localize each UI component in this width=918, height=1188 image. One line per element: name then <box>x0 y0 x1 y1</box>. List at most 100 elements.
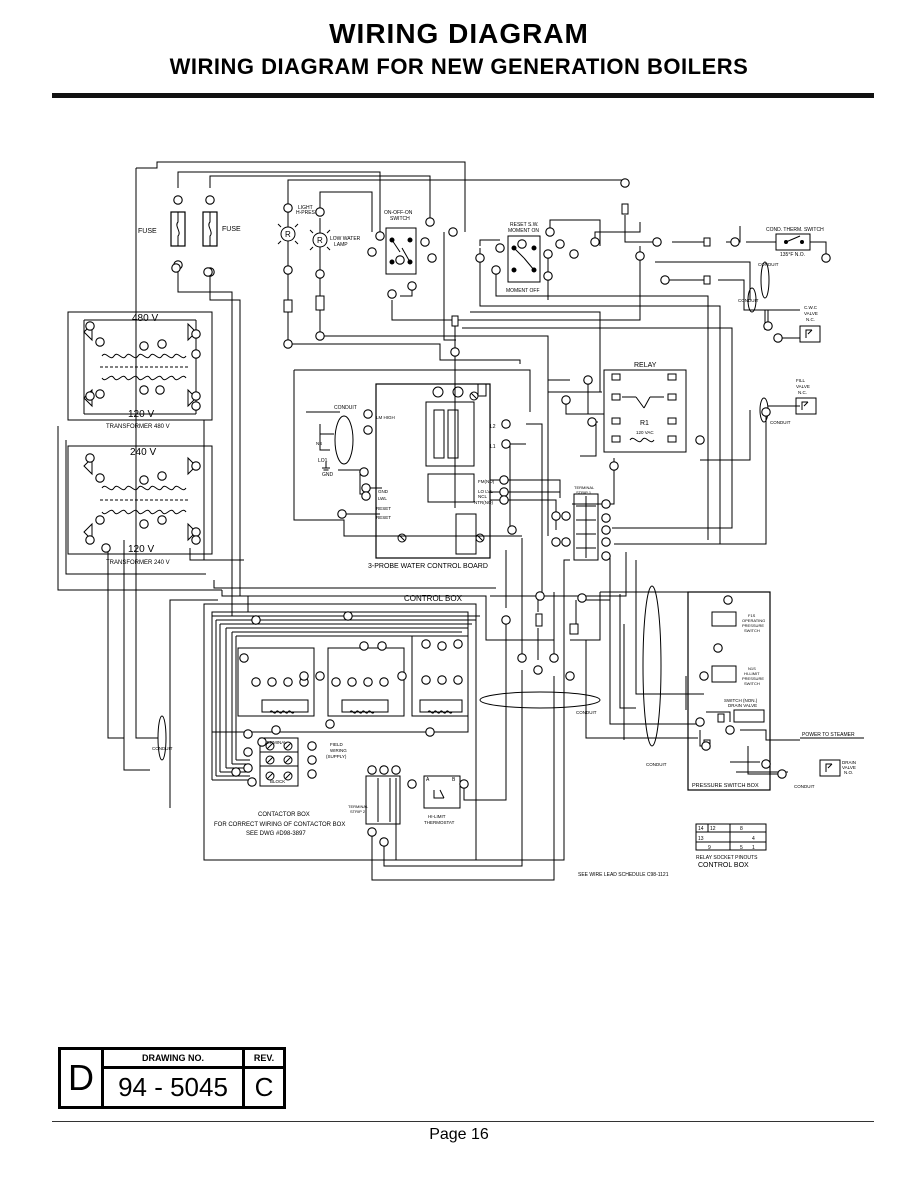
pressure-light: R <box>277 212 299 344</box>
wire-number-bubble <box>191 401 201 411</box>
conduit-ellipses <box>157 261 770 761</box>
wire-number-bubble <box>315 671 325 681</box>
wire-number-bubble <box>577 593 587 603</box>
wire-number-bubble <box>363 409 373 419</box>
wire-number-bubble <box>453 675 463 685</box>
relay-socket-label-2: CONTROL BOX <box>698 862 749 869</box>
wire-number-bubble <box>652 237 662 247</box>
svg-text:R: R <box>317 236 323 245</box>
hi-limit-label-2: THERMOSTAT <box>424 820 455 825</box>
wire-number-bubble <box>448 227 458 237</box>
wire-number-bubble <box>283 203 293 213</box>
wire-number-bubble <box>601 525 611 535</box>
wire-number-bubbles <box>85 178 831 847</box>
lm-high-label: LM HIGH <box>376 415 395 420</box>
wire-number-bubble <box>377 641 387 651</box>
svg-text:4: 4 <box>752 836 755 842</box>
wire-number-bubble <box>437 675 447 685</box>
wire-number-bubble <box>420 237 430 247</box>
wire-number-bubble <box>191 535 201 545</box>
fuse-1-label: FUSE <box>138 228 157 235</box>
wire-number-bubble <box>499 475 509 485</box>
revision: C <box>254 1072 274 1102</box>
wire-schedule-label: SEE WIRE LEAD SCHEDULE C98-1121 <box>578 872 669 878</box>
t240-name: TRANSFORMER 240 V <box>106 560 170 566</box>
svg-text:5: 5 <box>740 845 743 851</box>
on-off-on-switch <box>385 227 417 275</box>
gnd-term-label: GND <box>378 489 389 494</box>
relay-socket-label: RELAY SOCKET PINOUTS <box>696 855 758 861</box>
connectors <box>451 203 725 749</box>
wire-number-bubble <box>139 475 149 485</box>
wire-number-bubble <box>379 677 389 687</box>
wire-number-bubble <box>391 765 401 775</box>
terminal-block <box>259 737 299 787</box>
conduit-label-7: CONDUIT <box>646 762 667 767</box>
drain-sw-label: SWITCH (NON.) <box>724 698 758 703</box>
light-press-label: LIGHT <box>298 205 313 211</box>
svg-text:A: A <box>426 777 430 783</box>
lo-lvl-label: LO LVL <box>478 489 493 494</box>
wire-number-bubble <box>191 391 201 401</box>
ground-symbol <box>322 462 330 471</box>
wire-number-bubble <box>85 453 95 463</box>
wire-number-bubble <box>421 675 431 685</box>
wire-number-bubble <box>367 827 377 837</box>
wire-number-bubble <box>821 253 831 263</box>
wire-number-bubble <box>359 467 369 477</box>
wire-number-bubble <box>517 653 527 663</box>
wire-number-bubble <box>375 231 385 241</box>
lwl-label: LWL <box>378 496 387 501</box>
wire-number-bubble <box>701 741 711 751</box>
terminal-strip-1 <box>573 493 599 561</box>
wire-number-bubble <box>660 275 670 285</box>
probe-board <box>375 383 491 559</box>
wire-number-bubble <box>501 615 511 625</box>
wire-number-bubble <box>475 253 485 263</box>
control-box-label: CONTROL BOX <box>404 594 463 603</box>
wire-number-bubble <box>257 737 267 747</box>
wire-number-bubble <box>601 499 611 509</box>
relay-label: RELAY <box>634 362 657 369</box>
wire-number-bubble <box>307 769 317 779</box>
wire-number-bubble <box>601 537 611 547</box>
wire-number-bubble <box>551 537 561 547</box>
wire-number-bubble <box>247 777 257 787</box>
wire-number-bubble <box>699 671 709 681</box>
wire-number-bubble <box>535 591 545 601</box>
cwc-valve <box>799 325 821 343</box>
wire-number-bubble <box>501 419 511 429</box>
wire-number-bubble <box>543 249 553 259</box>
wire-number-bubble <box>283 265 293 275</box>
wire-number-bubble <box>730 237 740 247</box>
low-water-label-2: LAMP <box>334 242 348 248</box>
drain-sw-label-2: DRAIN VALVE <box>728 703 757 708</box>
cond-temp-label: 135°F N.O. <box>780 252 805 258</box>
wire-number-bubble <box>561 511 571 521</box>
header-rule <box>52 93 874 98</box>
wire-number-bubble <box>569 249 579 259</box>
onoff-label-2: SWITCH <box>390 216 410 222</box>
reset-switch <box>507 235 541 283</box>
wire-number-bubble <box>407 281 417 291</box>
wire-number-bubble <box>387 289 397 299</box>
terminal-strip-1-label-2: STRIP 1 <box>576 490 592 495</box>
relay <box>603 369 687 453</box>
wire-number-bubble <box>307 755 317 765</box>
ns-label: NS <box>316 441 322 446</box>
wire-number-bubble <box>157 515 167 525</box>
terminal-strip-2-label: TERMINAL <box>348 804 369 809</box>
cwc-label-2: VALVE <box>804 311 818 316</box>
reset-label-2: MOMENT ON <box>508 228 539 234</box>
t480-head: 480 V <box>132 313 158 324</box>
wire-number-bubble <box>761 407 771 417</box>
fill-valve <box>795 397 817 415</box>
cond-therm-switch <box>775 233 811 251</box>
n1s-label-3: PRESSURE <box>742 676 764 681</box>
transformer-480 <box>67 311 213 421</box>
wire-number-bubble <box>713 643 723 653</box>
wire-number-bubble <box>450 347 460 357</box>
wire-number-bubble <box>95 473 105 483</box>
power-steamer-label: POWER TO STEAMER <box>802 732 855 738</box>
relay-socket-pinouts <box>695 823 767 851</box>
